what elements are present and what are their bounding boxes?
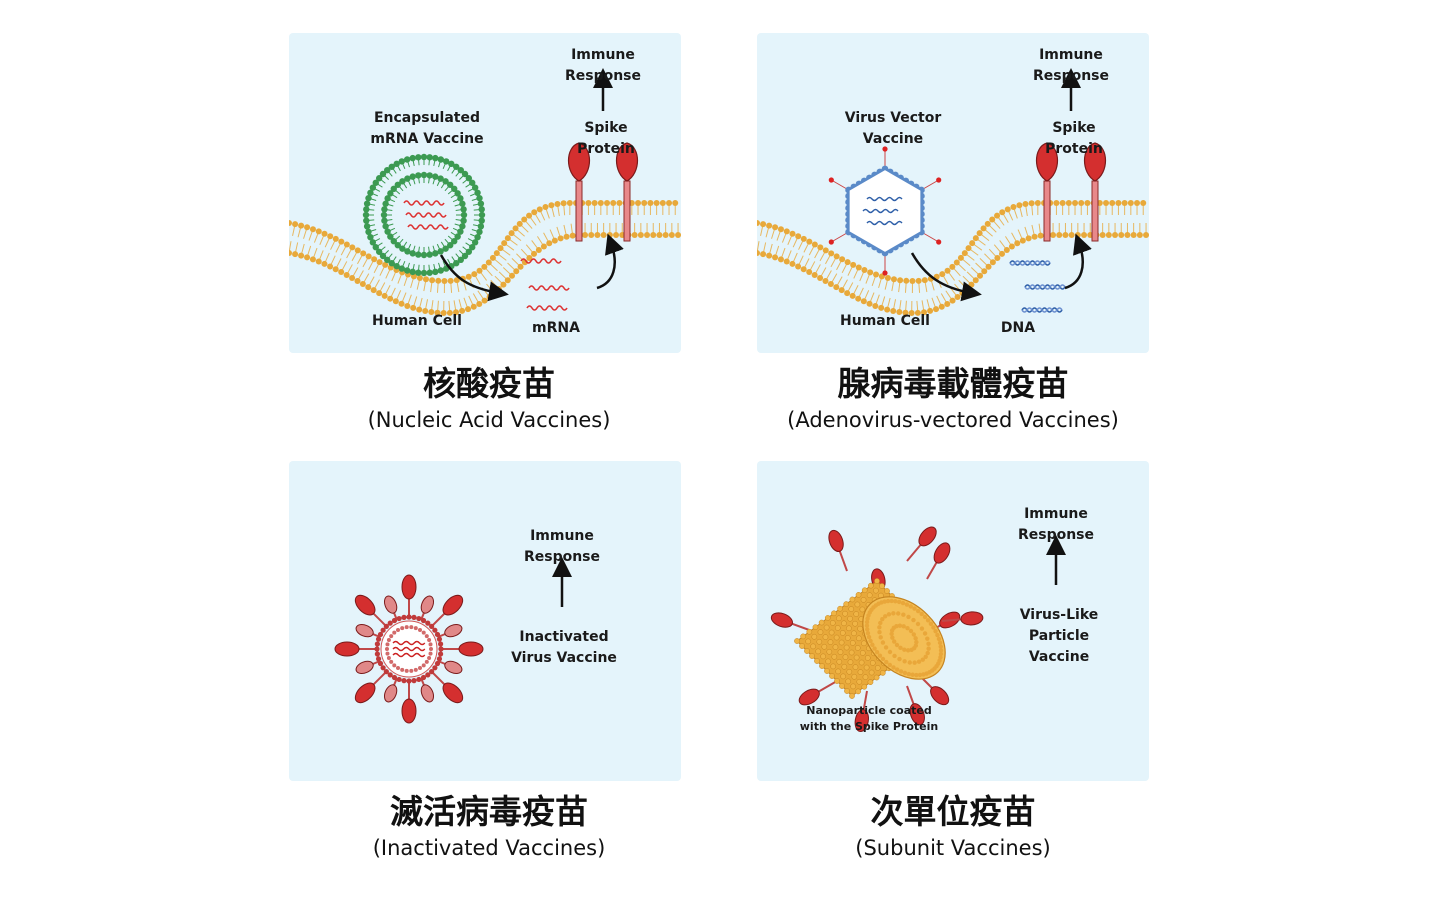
virus-like-particle: [770, 526, 984, 732]
cell-membrane: [757, 200, 1149, 317]
payload-label: mRNA: [532, 320, 580, 336]
entry-arrow-icon: [439, 254, 509, 302]
caption-en: (Nucleic Acid Vaccines): [367, 408, 611, 432]
vaccine-label: Inactivated Virus Vaccine: [511, 629, 617, 666]
caption-en: (Inactivated Vaccines): [372, 836, 606, 860]
dna-strands-released: [1009, 260, 1066, 313]
immune-response-label: Immune Response: [523, 528, 601, 565]
adenovirus-illustration: [757, 68, 1149, 317]
adenovirus-panel: Immune Response Virus Vector Vaccine Spi…: [757, 33, 1149, 353]
caption-en: (Adenovirus-vectored Vaccines): [787, 408, 1119, 432]
mrna-strands-inside: [403, 200, 449, 230]
subunit-caption: 次單位疫苗 (Subunit Vaccines): [713, 792, 1193, 862]
immune-response-label: Immune Response: [1017, 506, 1095, 543]
caption-zh: 次單位疫苗: [870, 792, 1036, 831]
inactivated-virus: [334, 574, 484, 724]
vaccine-label: Virus-Like Particle Vaccine: [1019, 607, 1099, 665]
spike-proteins: [567, 142, 639, 242]
spike-protein-label: Spike Protein: [1045, 120, 1103, 157]
entry-arrow-icon: [910, 252, 982, 302]
inactivated-caption: 滅活病毒疫苗 (Inactivated Vaccines): [249, 792, 729, 862]
viral-vector-capsid: [828, 146, 942, 276]
nucleic-acid-panel: Immune Response Encapsulated mRNA Vaccin…: [289, 33, 681, 353]
lipid-nanoparticle: [362, 153, 486, 277]
human-cell-label: Human Cell: [840, 313, 930, 329]
nucleic-acid-illustration: [289, 68, 681, 317]
human-cell-label: Human Cell: [372, 313, 462, 329]
nanoparticle-label: Nanoparticle coated with the Spike Prote…: [799, 704, 939, 733]
inactivated-panel: Immune Response Inactivated Virus Vaccin…: [289, 461, 681, 781]
spike-protein-label: Spike Protein: [577, 120, 635, 157]
vaccine-label: Virus Vector Vaccine: [844, 110, 942, 147]
caption-en: (Subunit Vaccines): [855, 836, 1051, 860]
expression-arrow-icon: [596, 233, 624, 290]
subunit-illustration: [770, 526, 1066, 732]
subunit-panel: Immune Response Virus-Like Particle Vacc…: [757, 461, 1149, 781]
expression-arrow-icon: [1064, 233, 1092, 290]
spike-proteins: [1035, 142, 1107, 242]
immune-response-label: Immune Response: [1032, 47, 1110, 84]
cell-membrane: [289, 200, 681, 317]
adenovirus-caption: 腺病毒載體疫苗 (Adenovirus-vectored Vaccines): [713, 364, 1193, 434]
caption-zh: 核酸疫苗: [423, 364, 555, 403]
mrna-strands-released: [520, 258, 570, 311]
vaccine-label: Encapsulated mRNA Vaccine: [370, 110, 484, 147]
payload-label: DNA: [1000, 320, 1036, 336]
caption-zh: 腺病毒載體疫苗: [837, 364, 1069, 403]
inactivated-illustration: [334, 557, 572, 724]
immune-response-label: Immune Response: [564, 47, 642, 84]
nucleic-acid-caption: 核酸疫苗 (Nucleic Acid Vaccines): [249, 364, 729, 434]
caption-zh: 滅活病毒疫苗: [390, 792, 588, 831]
